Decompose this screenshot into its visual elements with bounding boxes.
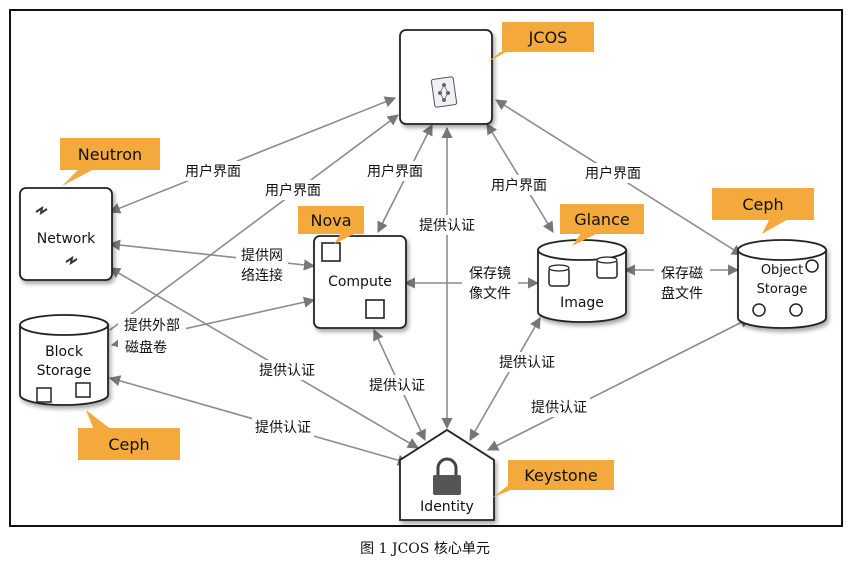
- label-img-store-2: 像文件: [469, 286, 511, 302]
- tag-ceph-block: Ceph: [78, 410, 180, 460]
- node-identity: Identity: [399, 428, 495, 521]
- drive-icon: [75, 382, 91, 398]
- tag-neutron: Neutron: [60, 138, 160, 186]
- bubble-icon: [789, 303, 803, 317]
- tag-keystone: Keystone: [492, 460, 614, 498]
- identity-label: Identity: [420, 499, 474, 515]
- disk-icon: [548, 264, 570, 287]
- label-ui-image: 用户界面: [491, 177, 547, 194]
- label-img-store-1: 保存镜: [469, 266, 511, 282]
- label-auth-compute: 提供认证: [369, 378, 425, 394]
- label-auth-block: 提供认证: [255, 420, 311, 436]
- callout-tags: JCOS Neutron Nova Glance Ceph Ceph: [60, 22, 814, 498]
- lock-icon: [433, 457, 461, 495]
- label-auth-object: 提供认证: [531, 400, 587, 416]
- block-label-1: Block: [45, 344, 84, 360]
- tag-jcos: JCOS: [488, 22, 594, 62]
- tag-nova: Nova: [298, 206, 364, 244]
- label-ui-network: 用户界面: [185, 163, 241, 180]
- drive-icon: [36, 387, 52, 403]
- svg-text:Keystone: Keystone: [524, 466, 597, 485]
- svg-text:JCOS: JCOS: [528, 28, 568, 47]
- tag-ceph-object: Ceph: [712, 188, 814, 234]
- label-ui-compute: 用户界面: [367, 163, 423, 180]
- figure-caption: 图 1 JCOS 核心单元: [360, 541, 490, 557]
- node-block-storage: [19, 314, 109, 406]
- label-disk-store-2: 盘文件: [661, 285, 703, 302]
- svg-text:Glance: Glance: [574, 210, 629, 229]
- label-ui-object: 用户界面: [585, 165, 641, 182]
- label-ext-disk-1: 提供外部: [124, 318, 180, 334]
- compute-label: Compute: [328, 274, 392, 290]
- network-label: Network: [37, 231, 96, 247]
- edge-ui-network: [108, 96, 397, 214]
- bubble-icon: [805, 259, 819, 273]
- node-image: [537, 239, 627, 323]
- label-auth-jcos: 提供认证: [419, 218, 475, 234]
- disk-icon: [596, 256, 618, 279]
- edge-auth-object: [486, 317, 752, 451]
- jcos-app-icon: [430, 76, 458, 108]
- node-object-storage: [737, 239, 827, 329]
- object-label-2: Storage: [757, 282, 808, 297]
- node-jcos: [399, 29, 493, 125]
- block-label-2: Storage: [37, 363, 92, 379]
- svg-text:Ceph: Ceph: [108, 435, 149, 454]
- node-network: Network: [19, 187, 113, 281]
- svg-text:Ceph: Ceph: [742, 195, 783, 214]
- tag-glance: Glance: [560, 204, 644, 246]
- label-ext-disk-2: 磁盘卷: [125, 339, 167, 356]
- edge-labels: 用户界面 用户界面 用户界面 提供认证 用户界面 用户界面 提供网 络连接 保存…: [118, 161, 710, 437]
- label-auth-network: 提供认证: [259, 363, 315, 379]
- window-icon: [321, 242, 341, 262]
- svg-text:Nova: Nova: [310, 211, 351, 230]
- label-net-conn-2: 络连接: [241, 267, 283, 284]
- bubble-icon: [752, 303, 766, 317]
- label-auth-image: 提供认证: [499, 355, 555, 371]
- label-ui-block: 用户界面: [265, 182, 321, 199]
- lightning-icon: [35, 205, 48, 216]
- lightning-icon: [65, 255, 78, 266]
- window-icon: [365, 299, 385, 319]
- svg-text:Neutron: Neutron: [78, 145, 142, 164]
- object-label-1: Object: [761, 263, 803, 278]
- image-label: Image: [560, 295, 604, 311]
- node-compute: Compute: [313, 235, 407, 329]
- label-net-conn-1: 提供网: [241, 248, 283, 264]
- label-disk-store-1: 保存磁: [661, 266, 703, 282]
